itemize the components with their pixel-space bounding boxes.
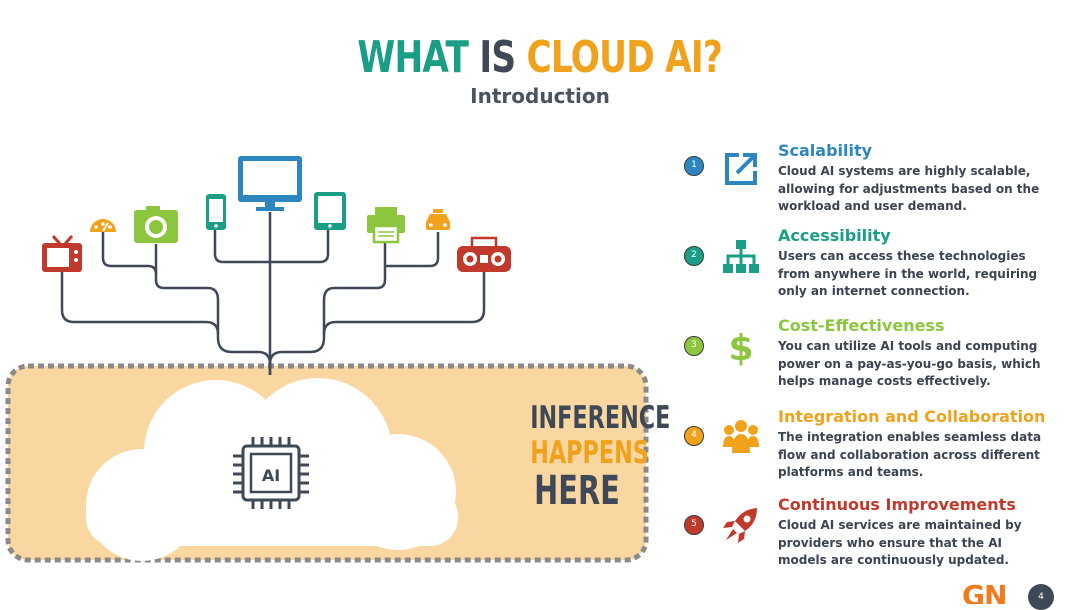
inference-line-1: INFERENCE bbox=[530, 400, 671, 436]
external-link-icon bbox=[725, 153, 757, 185]
camera-icon bbox=[134, 206, 178, 243]
brand-logo: GN bbox=[962, 580, 1007, 604]
inference-line-3: HERE bbox=[534, 468, 620, 514]
feature-title: Continuous Improvements bbox=[778, 495, 1016, 514]
feature-number-badge: 1 bbox=[684, 156, 704, 176]
feature-title: Accessibility bbox=[778, 226, 891, 245]
feature-number-badge: 4 bbox=[684, 426, 704, 446]
title-word-what: WHAT bbox=[357, 32, 470, 83]
feature-title: Integration and Collaboration bbox=[778, 407, 1046, 426]
printer-icon bbox=[367, 207, 405, 244]
page-title: WHAT IS CLOUD AI? bbox=[358, 30, 723, 86]
ai-chip-icon: AI bbox=[233, 437, 309, 509]
inference-text: INFERENCE HAPPENS HERE bbox=[512, 400, 671, 514]
feature-number-badge: 2 bbox=[684, 246, 704, 266]
feature-continuous-improvements: 5 Continuous Improvements Cloud AI servi… bbox=[684, 495, 1054, 575]
users-icon bbox=[723, 420, 759, 453]
feature-description: You can utilize AI tools and computing p… bbox=[778, 339, 1041, 388]
radio-icon bbox=[457, 236, 511, 272]
connection-lines bbox=[60, 212, 486, 375]
dollar-icon: $ bbox=[728, 328, 753, 366]
phone-icon bbox=[206, 194, 226, 230]
svg-text:$: $ bbox=[728, 328, 753, 366]
feature-description: Cloud AI systems are highly scalable, al… bbox=[778, 164, 1040, 213]
tv-icon bbox=[42, 235, 82, 272]
sitemap-icon bbox=[723, 240, 759, 273]
car-icon bbox=[426, 209, 450, 230]
title-word-cloud-ai: CLOUD AI? bbox=[526, 32, 723, 83]
inference-line-2: HAPPENS bbox=[530, 435, 649, 471]
ai-chip-label: AI bbox=[262, 466, 280, 485]
rocket-icon bbox=[723, 508, 757, 543]
page-number: 4 bbox=[1028, 584, 1054, 610]
title-word-is: IS bbox=[479, 32, 517, 83]
feature-description: Cloud AI services are maintained by prov… bbox=[778, 518, 1022, 567]
feature-cost-effectiveness: 3 $ Cost-Effectiveness You can utilize A… bbox=[684, 316, 1054, 396]
feature-scalability: 1 Scalability Cloud AI systems are highl… bbox=[684, 141, 1054, 221]
feature-integration: 4 Integration and Collaboration The inte… bbox=[684, 407, 1054, 487]
feature-title: Scalability bbox=[778, 141, 873, 160]
feature-number-badge: 3 bbox=[684, 336, 704, 356]
monitor-icon bbox=[238, 156, 302, 211]
feature-title: Cost-Effectiveness bbox=[778, 316, 945, 335]
tablet-icon bbox=[314, 192, 346, 230]
feature-description: Users can access these technologies from… bbox=[778, 249, 1038, 298]
feature-description: The integration enables seamless data fl… bbox=[778, 430, 1042, 479]
feature-accessibility: 2 Accessibility Users can access these t… bbox=[684, 226, 1054, 306]
page-subtitle: Introduction bbox=[470, 84, 610, 108]
speedometer-icon bbox=[90, 219, 116, 232]
feature-number-badge: 5 bbox=[684, 515, 704, 535]
